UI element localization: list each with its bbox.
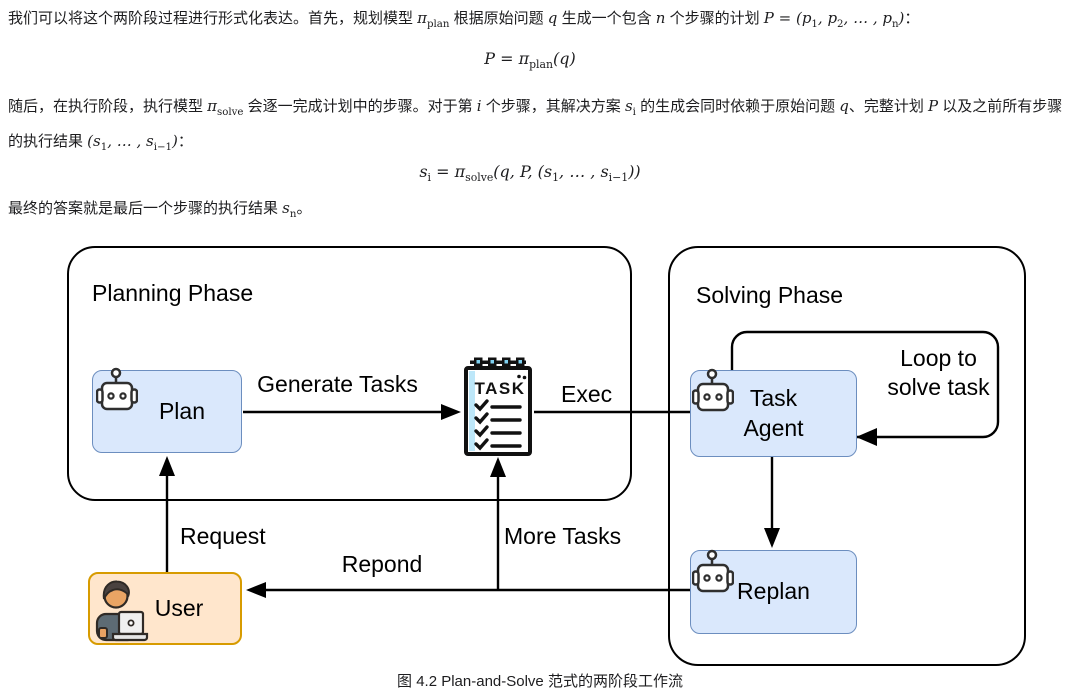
respond-label: Repond: [341, 551, 423, 577]
paragraph-2: 随后，在执行阶段，执行模型 πsolve 会逐一完成计划中的步骤。对于第 i 个…: [8, 97, 1063, 153]
user-at-laptop-icon: [95, 580, 149, 642]
task-agent-to-replan-edge: [764, 455, 780, 548]
respond-edge: [246, 582, 690, 598]
robot-icon: [692, 368, 734, 412]
paragraph-1: 我们可以将这个两阶段过程进行形式化表达。首先，规划模型 πplan 根据原始问题…: [8, 9, 920, 30]
planning-phase-title: Planning Phase: [92, 280, 254, 306]
formula-solve: si = πsolve(q, P, (s1, … , si−1)): [419, 162, 641, 185]
exec-label: Exec: [561, 381, 613, 407]
request-label: Request: [180, 523, 266, 549]
paragraph-3: 最终的答案就是最后一个步骤的执行结果 sn。: [8, 199, 312, 220]
more-tasks-label: More Tasks: [504, 523, 622, 549]
figure-caption: 图 4.2 Plan-and-Solve 范式的两阶段工作流: [397, 673, 683, 690]
generate-tasks-label: Generate Tasks: [257, 371, 418, 397]
solving-phase-title: Solving Phase: [696, 282, 844, 308]
task-agent-node: Task Agent: [690, 370, 857, 457]
formula-plan: P = πplan(q): [484, 49, 576, 72]
generate-tasks-edge: [243, 404, 461, 420]
more-tasks-edge: [490, 457, 506, 590]
robot-icon: [96, 367, 138, 411]
robot-icon: [692, 549, 734, 593]
request-edge: [159, 456, 175, 572]
task-icon-heading: TASK: [474, 379, 525, 398]
task-list-icon: TASK: [464, 357, 532, 456]
loop-label: Loop to solve task: [887, 345, 990, 400]
